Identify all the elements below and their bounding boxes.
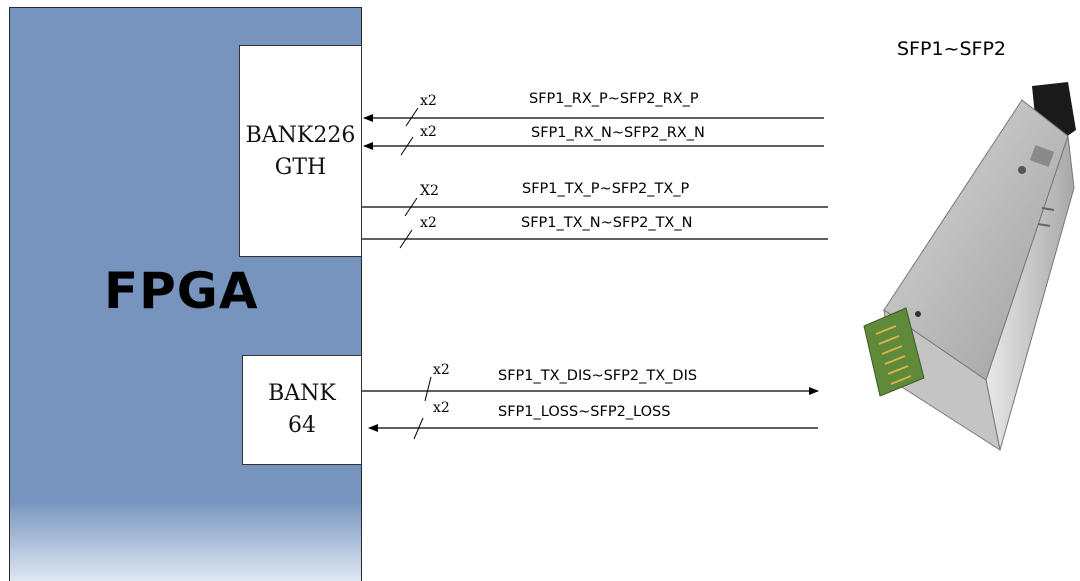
count-loss: x2 xyxy=(433,400,450,416)
fpga-label: FPGA xyxy=(104,262,259,320)
count-tx-n: x2 xyxy=(420,215,437,231)
sfp-module-image xyxy=(836,78,1080,470)
signal-label-tx-n: SFP1_TX_N~SFP2_TX_N xyxy=(521,215,693,231)
bus-slash-rx-p xyxy=(405,107,419,127)
sfp-title: SFP1~SFP2 xyxy=(897,38,1006,60)
signal-label-loss: SFP1_LOSS~SFP2_LOSS xyxy=(498,404,671,420)
signal-label-rx-p: SFP1_RX_P~SFP2_RX_P xyxy=(529,91,699,107)
bank64-name: BANK xyxy=(268,381,336,406)
bank226-type: GTH xyxy=(274,155,327,180)
bank64-block: BANK 64 xyxy=(242,355,362,465)
bus-slash-tx-dis xyxy=(424,376,432,402)
bank226-name: BANK226 xyxy=(245,123,356,148)
bank64-number: 64 xyxy=(288,413,316,438)
bus-slash-tx-n xyxy=(399,229,413,249)
signal-label-tx-p: SFP1_TX_P~SFP2_TX_P xyxy=(522,181,690,197)
signal-label-tx-dis: SFP1_TX_DIS~SFP2_TX_DIS xyxy=(498,368,698,384)
count-rx-p: x2 xyxy=(420,93,437,109)
bus-slash-tx-p xyxy=(404,197,418,217)
bank226-block: BANK226 GTH xyxy=(239,45,362,257)
count-rx-n: x2 xyxy=(420,124,437,140)
bus-slash-loss xyxy=(413,417,424,440)
count-tx-dis: x2 xyxy=(433,362,450,378)
bus-slash-rx-n xyxy=(400,136,414,156)
count-tx-p: X2 xyxy=(420,183,439,199)
signal-label-rx-n: SFP1_RX_N~SFP2_RX_N xyxy=(531,125,705,141)
